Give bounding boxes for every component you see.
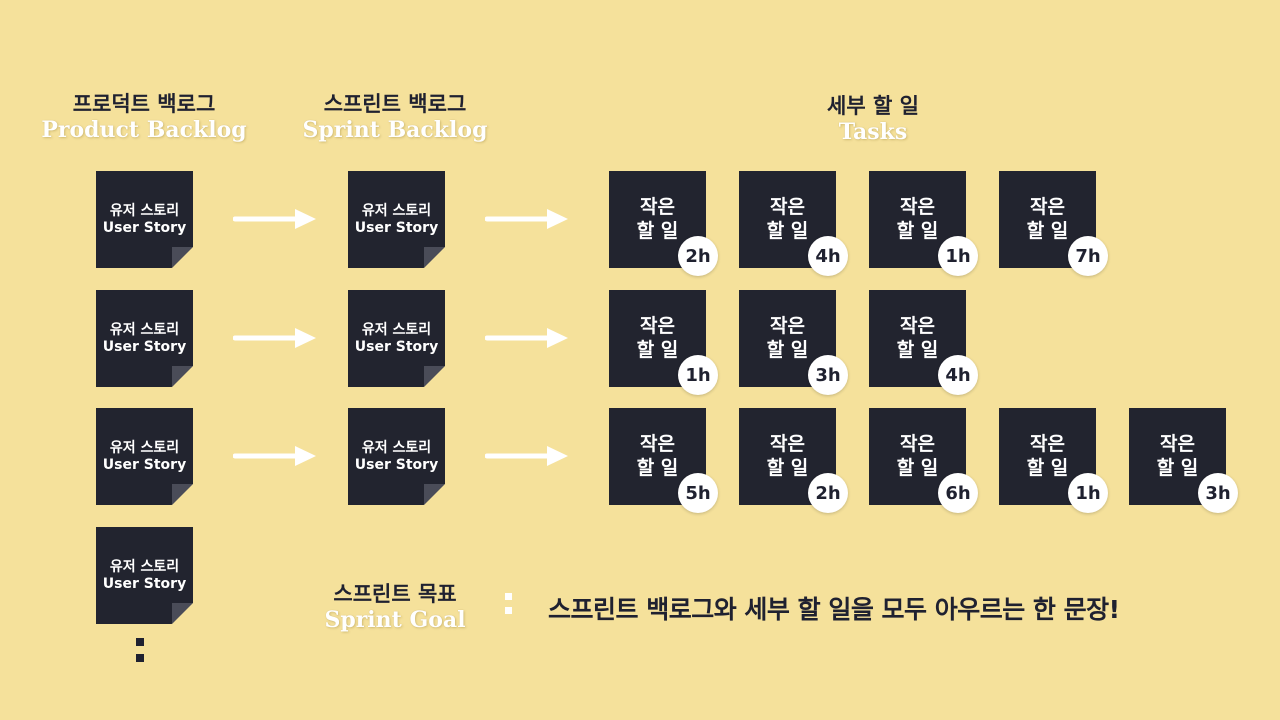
task-label-line1: 작은 [640, 195, 675, 218]
note-label-ko: 유저 스토리 [109, 321, 180, 338]
product-backlog-heading: 프로덕트 백로그 Product Backlog [24, 92, 264, 144]
task-label-line2: 할 일 [1026, 219, 1069, 242]
task-label-line2: 할 일 [896, 219, 939, 242]
note-label-en: User Story [102, 575, 187, 592]
task-card: 작은 할 일 [869, 408, 966, 505]
task-hours-badge: 4h [938, 355, 978, 395]
task-label-line2: 할 일 [766, 456, 809, 479]
sprint-goal-title-en: Sprint Goal [324, 607, 466, 634]
note-label-ko: 유저 스토리 [361, 202, 432, 219]
note-fold [172, 484, 193, 505]
task-label-line2: 할 일 [636, 456, 679, 479]
task-label-line1: 작은 [1160, 432, 1195, 455]
note-fold [424, 247, 445, 268]
task-label-line1: 작은 [770, 314, 805, 337]
task-hours-badge: 1h [938, 236, 978, 276]
arrow-icon [485, 328, 568, 348]
task-card: 작은 할 일 [869, 171, 966, 268]
note-label-en: User Story [354, 338, 439, 355]
task-label-line1: 작은 [1030, 195, 1065, 218]
note-fold [172, 603, 193, 624]
task-card: 작은 할 일 [609, 171, 706, 268]
task-hours-badge: 3h [1198, 473, 1238, 513]
task-hours-badge: 6h [938, 473, 978, 513]
tasks-heading: 세부 할 일 Tasks [773, 94, 973, 146]
arrow-icon [233, 209, 316, 229]
arrow-icon [485, 209, 568, 229]
sprint-goal-heading: 스프린트 목표 Sprint Goal [300, 582, 490, 634]
task-label-line2: 할 일 [1026, 456, 1069, 479]
task-hours-badge: 7h [1068, 236, 1108, 276]
task-hours-badge: 2h [808, 473, 848, 513]
note-fold [172, 247, 193, 268]
note-label-en: User Story [354, 456, 439, 473]
sprint-goal-title-ko: 스프린트 목표 [333, 582, 457, 606]
task-hours-badge: 5h [678, 473, 718, 513]
task-hours-badge: 3h [808, 355, 848, 395]
note-label-ko: 유저 스토리 [361, 439, 432, 456]
task-label-line1: 작은 [770, 195, 805, 218]
tasks-title-ko: 세부 할 일 [827, 94, 919, 118]
task-label-line2: 할 일 [1156, 456, 1199, 479]
note-label-en: User Story [354, 219, 439, 236]
product-backlog-title-en: Product Backlog [41, 117, 247, 144]
task-label-line1: 작은 [640, 432, 675, 455]
note-fold [424, 484, 445, 505]
task-hours-badge: 4h [808, 236, 848, 276]
arrow-icon [485, 446, 568, 466]
sprint-backlog-title-en: Sprint Backlog [302, 117, 488, 144]
task-label-line1: 작은 [770, 432, 805, 455]
sprint-goal-text: 스프린트 백로그와 세부 할 일을 모두 아우르는 한 문장! [548, 595, 1120, 624]
task-label-line2: 할 일 [896, 456, 939, 479]
task-label-line1: 작은 [900, 314, 935, 337]
product-backlog-note-1: 유저 스토리 User Story [96, 171, 193, 268]
note-fold [424, 366, 445, 387]
task-label-line2: 할 일 [896, 338, 939, 361]
note-fold [172, 366, 193, 387]
arrow-icon [233, 446, 316, 466]
product-backlog-title-ko: 프로덕트 백로그 [72, 92, 216, 116]
task-label-line1: 작은 [900, 195, 935, 218]
task-hours-badge: 2h [678, 236, 718, 276]
note-label-en: User Story [102, 219, 187, 236]
task-card: 작은 할 일 [999, 408, 1096, 505]
task-label-line2: 할 일 [636, 338, 679, 361]
colon-separator [505, 593, 512, 621]
task-label-line2: 할 일 [766, 219, 809, 242]
task-label-line2: 할 일 [636, 219, 679, 242]
note-label-ko: 유저 스토리 [109, 558, 180, 575]
task-label-line1: 작은 [900, 432, 935, 455]
more-items-ellipsis [136, 638, 144, 670]
task-hours-badge: 1h [1068, 473, 1108, 513]
task-label-line1: 작은 [1030, 432, 1065, 455]
arrow-icon [233, 328, 316, 348]
task-label-line2: 할 일 [766, 338, 809, 361]
sprint-backlog-title-ko: 스프린트 백로그 [323, 92, 467, 116]
task-label-line1: 작은 [640, 314, 675, 337]
sprint-backlog-heading: 스프린트 백로그 Sprint Backlog [275, 92, 515, 144]
tasks-title-en: Tasks [838, 119, 908, 146]
note-label-en: User Story [102, 456, 187, 473]
note-label-ko: 유저 스토리 [109, 202, 180, 219]
note-label-ko: 유저 스토리 [109, 439, 180, 456]
note-label-en: User Story [102, 338, 187, 355]
note-label-ko: 유저 스토리 [361, 321, 432, 338]
task-hours-badge: 1h [678, 355, 718, 395]
